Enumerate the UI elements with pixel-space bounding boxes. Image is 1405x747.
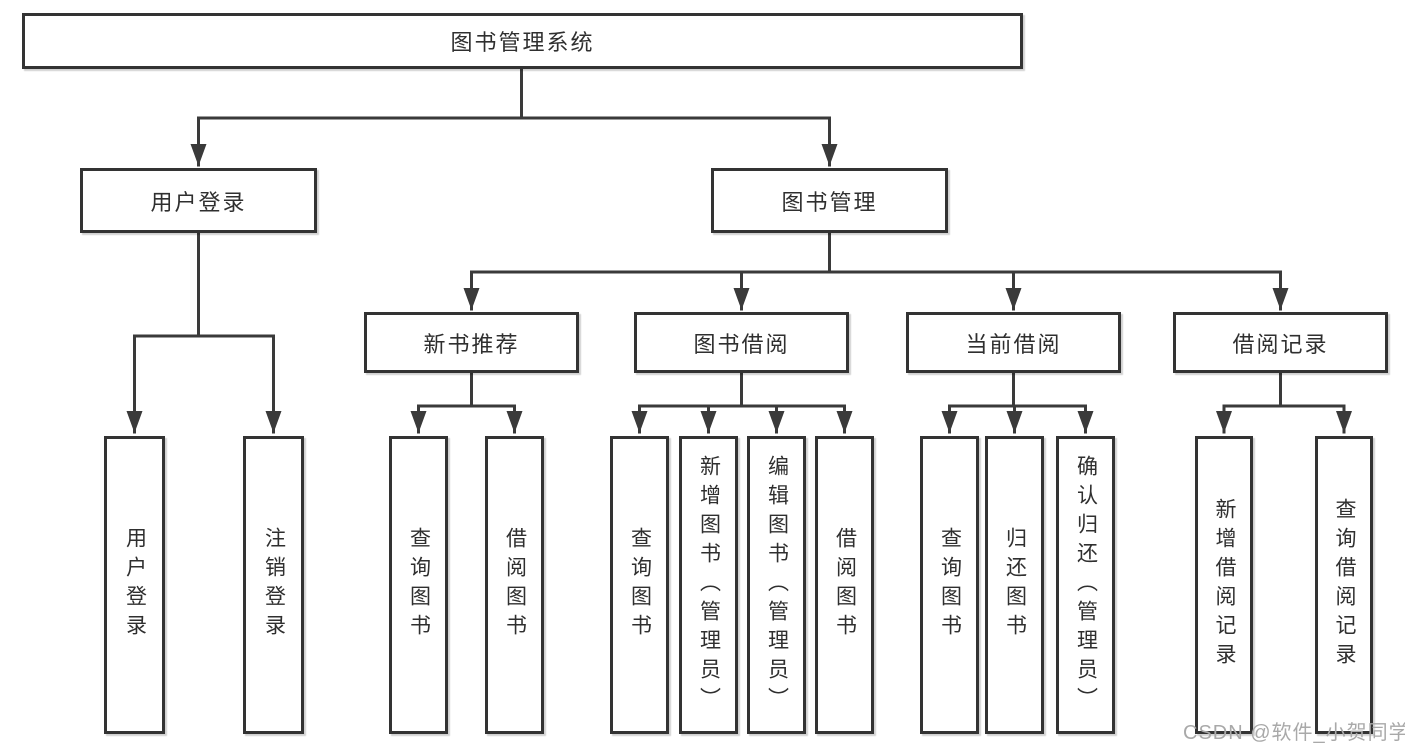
node-borrow-records: 借阅记录 bbox=[1173, 312, 1388, 373]
leaf-add-borrow-record: 新增借阅记录 bbox=[1195, 436, 1253, 734]
leaf-user-login: 用户登录 bbox=[104, 436, 165, 734]
leaf-query-books-borrowing: 查询图书 bbox=[610, 436, 669, 734]
node-root-system: 图书管理系统 bbox=[22, 13, 1023, 69]
leaf-logout: 注销登录 bbox=[243, 436, 304, 734]
node-current-borrowing: 当前借阅 bbox=[906, 312, 1121, 373]
leaf-query-borrow-record: 查询借阅记录 bbox=[1315, 436, 1373, 734]
leaf-query-books-current: 查询图书 bbox=[920, 436, 979, 734]
leaf-query-books-recommend: 查询图书 bbox=[389, 436, 448, 734]
leaf-borrow-books-borrowing: 借阅图书 bbox=[815, 436, 874, 734]
leaf-borrow-books-recommend: 借阅图书 bbox=[485, 436, 544, 734]
node-book-management: 图书管理 bbox=[711, 168, 948, 233]
node-user-login: 用户登录 bbox=[80, 168, 317, 233]
node-new-book-recommend: 新书推荐 bbox=[364, 312, 579, 373]
leaf-return-book: 归还图书 bbox=[985, 436, 1044, 734]
leaf-add-book-admin: 新增图书（管理员） bbox=[679, 436, 738, 734]
leaf-confirm-return-admin: 确认归还（管理员） bbox=[1056, 436, 1115, 734]
leaf-edit-book-admin: 编辑图书（管理员） bbox=[747, 436, 806, 734]
node-book-borrowing: 图书借阅 bbox=[634, 312, 849, 373]
csdn-watermark: CSDN @软件_小贺同学 bbox=[1183, 722, 1405, 744]
